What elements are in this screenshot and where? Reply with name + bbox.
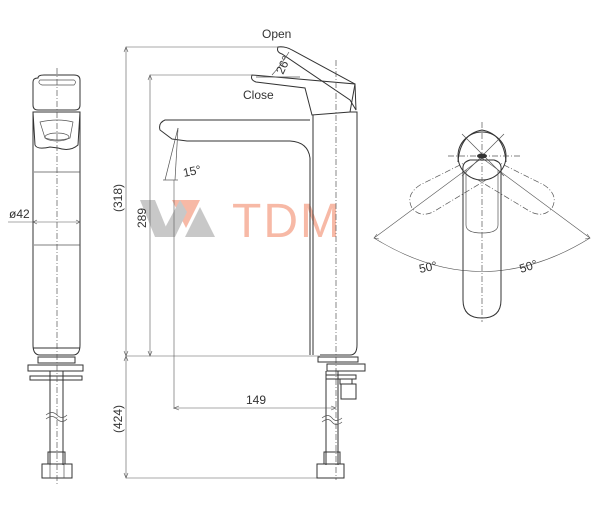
watermark-logo: TDM bbox=[140, 195, 342, 248]
spout-angle-label: 15° bbox=[182, 162, 203, 180]
rotation-left-label: 50° bbox=[418, 258, 439, 276]
open-label: Open bbox=[262, 27, 291, 41]
rotation-right-label: 50° bbox=[518, 257, 540, 276]
lever-angle-label: 26° bbox=[273, 54, 293, 77]
close-label: Close bbox=[243, 88, 274, 102]
front-view: ø42 bbox=[8, 68, 84, 485]
hose-length-label: (424) bbox=[111, 405, 125, 433]
spout-reach-label: 149 bbox=[246, 393, 266, 407]
spout-height-label: 289 bbox=[135, 208, 149, 228]
profile-view: (318) (424) 289 26° Close Open 15° bbox=[111, 27, 366, 480]
watermark-text: TDM bbox=[232, 195, 342, 248]
top-view: 50° 50° bbox=[373, 122, 591, 322]
overall-height-label: (318) bbox=[111, 184, 125, 212]
diameter-label: ø42 bbox=[9, 207, 30, 221]
